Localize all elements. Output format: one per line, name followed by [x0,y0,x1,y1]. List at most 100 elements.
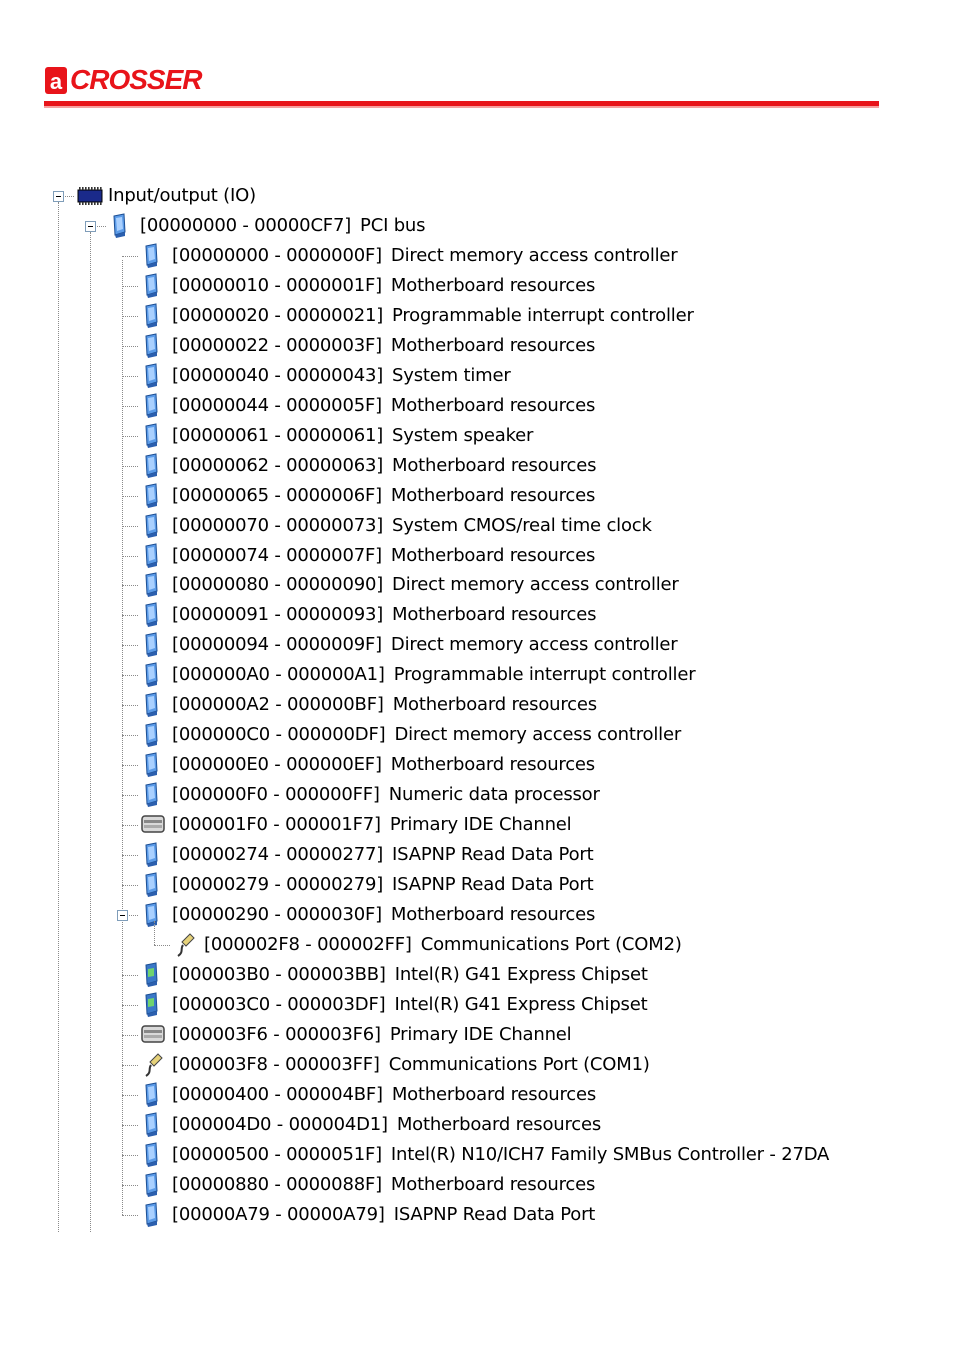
tree-item-label: Input/output (IO) [108,185,256,207]
tree-item[interactable]: [000000E0 - 000000EF]Motherboard resourc… [0,750,954,780]
monitor-icon [140,602,164,628]
tree-guide-line [154,921,155,945]
tree-connector [122,705,138,707]
device-name: Programmable interrupt controller [392,304,694,326]
tree-connector [122,1184,138,1186]
tree-item-label: [000004D0 - 000004D1]Motherboard resourc… [172,1114,601,1136]
monitor-icon [140,752,164,778]
tree-item[interactable]: [00000880 - 0000088F]Motherboard resourc… [0,1170,954,1200]
tree-item-label: [00000074 - 0000007F]Motherboard resourc… [172,545,595,567]
tree-item[interactable]: [000003C0 - 000003DF]Intel(R) G41 Expres… [0,990,954,1020]
tree-item-label: [000000C0 - 000000DF] Direct memory acces… [172,724,681,746]
tree-connector [122,765,138,767]
tree-item[interactable]: [00000091 - 00000093]Motherboard resourc… [0,600,954,630]
io-range: [000000C0 - 000000DF] [172,724,386,746]
logo-text: CROSSER [70,64,202,95]
tree-item[interactable]: [00000400 - 000004BF]Motherboard resourc… [0,1080,954,1110]
device-name: Motherboard resources [392,454,597,476]
tree-item[interactable]: [000000A0 - 000000A1]Programmable interr… [0,660,954,690]
tree-item-label: [00000091 - 00000093]Motherboard resourc… [172,604,596,626]
device-name: Primary IDE Channel [389,814,572,836]
device-name: Direct memory access controller [392,574,679,596]
monitor-icon [140,632,164,658]
serial-port-icon [140,1052,164,1078]
io-range: [00000000 - 0000000F] [172,244,382,266]
tree-item[interactable]: [00000022 - 0000003F]Motherboard resourc… [0,331,954,361]
io-range: [00000010 - 0000001F] [172,274,382,296]
io-range: [00000020 - 00000021] [172,304,384,326]
device-name: ISAPNP Read Data Port [392,874,594,896]
tree-guide-line [90,231,91,1232]
device-name: Intel(R) G41 Express Chipset [394,963,648,985]
tree-item[interactable]: [000003F6 - 000003F6]Primary IDE Channel [0,1020,954,1050]
tree-connector [122,735,138,737]
tree-item[interactable]: [000003F8 - 000003FF]Communications Port… [0,1050,954,1080]
device-name: Direct memory access controller [394,724,682,746]
monitor-icon [140,1202,164,1228]
tree-item[interactable]: [00000040 - 00000043]System timer [0,361,954,391]
monitor-icon [140,662,164,688]
tree-item[interactable]: [00000290 - 0000030F]Motherboard resourc… [0,900,954,930]
device-name: ISAPNP Read Data Port [393,1203,596,1225]
monitor-icon [140,512,164,539]
device-name: Motherboard resources [392,604,597,626]
io-range: [000003C0 - 000003DF] [172,993,386,1015]
tree-item-label: [000000E0 - 000000EF]Motherboard resourc… [172,754,595,776]
tree-item[interactable]: [00000080 - 00000090]Direct memory acces… [0,570,954,600]
tree-item[interactable]: [000002F8 - 000002FF]Communications Port… [0,930,954,960]
tree-item[interactable]: [00000094 - 0000009F]Direct memory acces… [0,630,954,660]
device-name: Motherboard resources [390,904,596,926]
tree-item[interactable]: [000000F0 - 000000FF]Numeric data proces… [0,780,954,810]
svg-text:a: a [50,69,63,94]
tree-connector [122,495,138,497]
tree-item-label: [00000274 - 00000277]ISAPNP Read Data Po… [172,844,594,866]
tree-item[interactable]: [00000062 - 00000063]Motherboard resourc… [0,451,954,481]
device-name: Numeric data processor [388,784,600,806]
device-name: Motherboard resources [390,544,596,566]
tree-item[interactable]: [00000A79 - 00000A79] ISAPNP Read Data Po… [0,1200,954,1230]
tree-item[interactable]: [00000044 - 0000005F]Motherboard resourc… [0,391,954,421]
tree-item[interactable]: [00000065 - 0000006F]Motherboard resourc… [0,481,954,511]
tree-item[interactable]: [000003B0 - 000003BB]Intel(R) G41 Expres… [0,960,954,990]
collapse-toggle[interactable] [117,910,128,922]
monitor-icon [140,722,164,748]
tree-item-label: [000003F6 - 000003F6]Primary IDE Channel [172,1024,572,1046]
io-range: [00000040 - 00000043] [172,364,384,386]
io-range: [00000400 - 000004BF] [172,1083,383,1105]
tree-root-io[interactable]: Input/output (IO) [0,181,954,211]
tree-item[interactable]: [000000C0 - 000000DF] Direct memory acces… [0,720,954,750]
device-name: Motherboard resources [392,694,597,716]
tree-connector [122,555,138,557]
tree-item[interactable]: [00000074 - 0000007F]Motherboard resourc… [0,541,954,571]
tree-item[interactable]: [00000070 - 00000073]System CMOS/real ti… [0,511,954,541]
device-name: Motherboard resources [390,394,596,416]
device-name: System CMOS/real time clock [392,514,652,536]
tree-item[interactable]: [00000000 - 0000000F]Direct memory acces… [0,241,954,271]
tree-connector [122,615,138,617]
monitor-icon [140,782,164,808]
collapse-toggle[interactable] [85,220,96,232]
tree-item[interactable]: [00000010 - 0000001F]Motherboard resourc… [0,271,954,301]
tree-item[interactable]: [00000020 - 00000021] Programmable interr… [0,301,954,331]
tree-connector [122,915,138,917]
io-chip-icon [76,186,103,212]
tree-item[interactable]: [000001F0 - 000001F7]Primary IDE Channel [0,810,954,840]
monitor-icon [108,213,132,239]
tree-item[interactable]: [00000500 - 0000051F]Intel(R) N10/ICH7 F… [0,1140,954,1170]
device-name: Motherboard resources [390,1173,596,1195]
tree-connector [122,825,138,827]
monitor-icon [140,273,164,299]
io-range: [00000A79 - 00000A79] [172,1203,385,1225]
tree-item-label: [000003C0 - 000003DF]Intel(R) G41 Expres… [172,993,648,1016]
tree-item[interactable]: [00000279 - 00000279]ISAPNP Read Data Po… [0,870,954,900]
device-name: Communications Port (COM2) [420,934,682,955]
collapse-toggle[interactable] [53,191,64,202]
tree-item[interactable]: [000000A2 - 000000BF]Motherboard resourc… [0,690,954,720]
io-range: [000004D0 - 000004D1] [172,1113,388,1135]
tree-item-pci-bus[interactable]: [00000000 - 00000CF7]PCI bus [0,211,954,241]
tree-item[interactable]: [000004D0 - 000004D1]Motherboard resourc… [0,1110,954,1140]
tree-item[interactable]: [00000061 - 00000061]System speaker [0,421,954,451]
tree-item[interactable]: [00000274 - 00000277]ISAPNP Read Data Po… [0,840,954,870]
monitor-icon [140,542,164,569]
